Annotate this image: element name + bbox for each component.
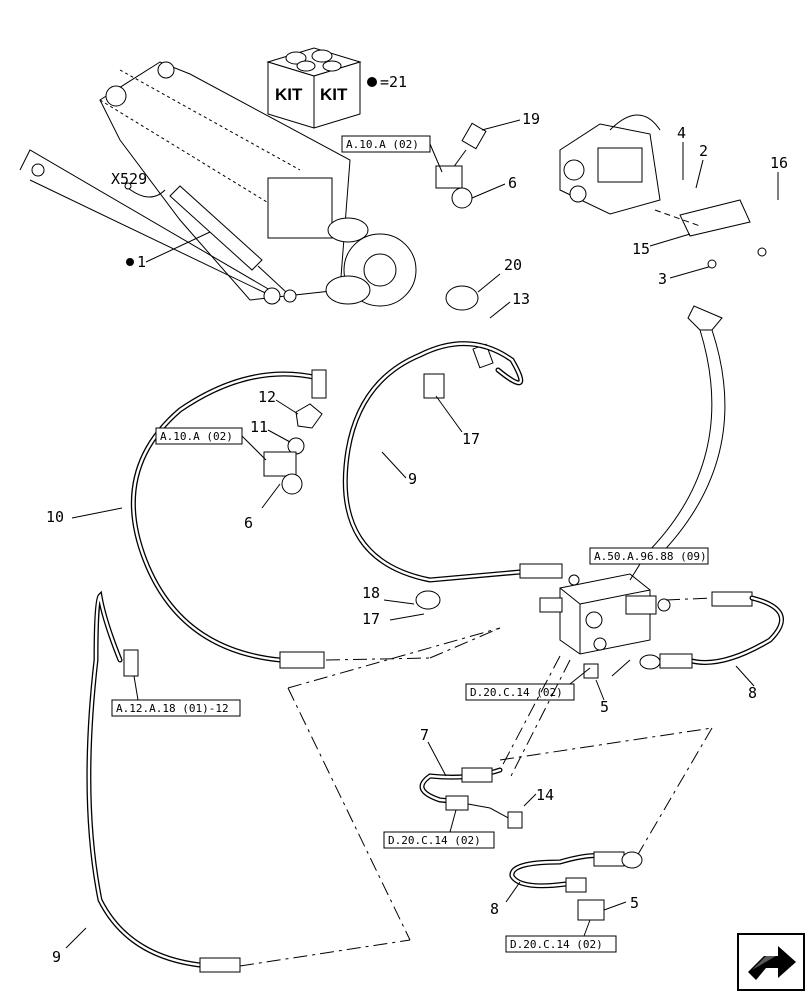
ref-box-d20c-3 [505, 935, 617, 953]
hose-8a-fitting-bottom [659, 653, 693, 669]
kit-bullet-icon [367, 77, 377, 87]
valve-bracket-assembly [559, 114, 751, 237]
kit-box-icon: KIT KIT [266, 47, 362, 129]
steering-cylinder [127, 185, 297, 303]
ref-text-d20c-2: D.20.C.14 (02) [388, 834, 481, 847]
axle-assembly [19, 61, 417, 307]
label-9b: 9 [52, 948, 61, 966]
hose-7-fitting-a [461, 767, 493, 783]
clamp-17a [423, 373, 445, 399]
elbow-fitting-6b [263, 451, 297, 477]
label-19: 19 [522, 110, 540, 128]
clamp-20 [445, 285, 479, 311]
ref-box-a50a [589, 547, 709, 565]
kit-word-left: KIT [275, 85, 303, 104]
flow-arrowhead-icon [687, 305, 723, 331]
ref-box-d20c-1 [465, 683, 575, 701]
hose-8b-fitting-a [593, 851, 625, 867]
hose-10 [130, 371, 321, 663]
label-9a: 9 [408, 470, 417, 488]
hose-7-fitting-b [445, 795, 469, 811]
cylinder-bullet-icon [126, 258, 134, 266]
hose-8a [685, 595, 784, 665]
ref-text-a10a-top: A.10.A (02) [346, 138, 419, 151]
elbow-fitting-6 [435, 165, 463, 189]
connector-label: X529 [111, 170, 147, 188]
guide-line-right [499, 727, 713, 761]
label-14: 14 [536, 786, 554, 804]
hose-9-lower-fitting-top [123, 649, 139, 677]
fitting-5b [577, 899, 605, 921]
kit-legend: =21 [380, 73, 407, 91]
ref-text-d20c-3: D.20.C.14 (02) [510, 938, 603, 951]
ref-box-d20c-2 [383, 831, 495, 849]
guide-line-hose7 [499, 655, 561, 771]
guide-line-lower [287, 687, 411, 941]
hose-8a-fitting-top [711, 591, 753, 607]
label-11: 11 [250, 418, 268, 436]
hose-10-top-fitting [311, 369, 327, 399]
ref-text-d20c-1: D.20.C.14 (02) [470, 686, 563, 699]
label-15: 15 [632, 240, 650, 258]
fitting-5a [583, 663, 599, 679]
label-2: 2 [699, 142, 708, 160]
label-3: 3 [658, 270, 667, 288]
clamp-18 [415, 590, 441, 610]
label-17a: 17 [462, 430, 480, 448]
kit-word-right: KIT [320, 85, 348, 104]
hose-10-dash-link [325, 657, 431, 661]
fitting-14 [507, 811, 523, 829]
label-12: 12 [258, 388, 276, 406]
label-8b: 8 [490, 900, 499, 918]
label-17b: 17 [362, 610, 380, 628]
label-6a: 6 [508, 174, 517, 192]
label-10: 10 [46, 508, 64, 526]
label-5b: 5 [630, 894, 639, 912]
ref-box-a12a [111, 699, 241, 717]
nut-19 [461, 122, 487, 150]
label-4: 4 [677, 124, 686, 142]
ref-text-a50a: A.50.A.96.88 (09) [594, 550, 707, 563]
label-6b: 6 [244, 514, 253, 532]
control-valve-block [539, 573, 671, 655]
connector-plug [124, 182, 132, 190]
flow-arrow-right-edge [654, 329, 726, 561]
label-16: 16 [770, 154, 788, 172]
label-20: 20 [504, 256, 522, 274]
next-page-arrow-icon[interactable] [737, 933, 805, 991]
nut-12 [295, 403, 323, 429]
label-18: 18 [362, 584, 380, 602]
ref-text-a12a: A.12.A.18 (01)-12 [116, 702, 229, 715]
label-5a: 5 [600, 698, 609, 716]
guide-line-left [287, 627, 501, 689]
hose-8b-fitting-b [565, 877, 587, 893]
hose-9-lower-fitting-bottom [199, 957, 241, 973]
hose-10-bottom-fitting [279, 651, 325, 669]
flow-arrow-left-edge [644, 329, 713, 556]
label-1: 1 [137, 253, 146, 271]
label-13: 13 [512, 290, 530, 308]
hose-9-fitting [519, 563, 563, 579]
ref-text-a10a-mid: A.10.A (02) [160, 430, 233, 443]
label-7: 7 [420, 726, 429, 744]
label-8a: 8 [748, 684, 757, 702]
